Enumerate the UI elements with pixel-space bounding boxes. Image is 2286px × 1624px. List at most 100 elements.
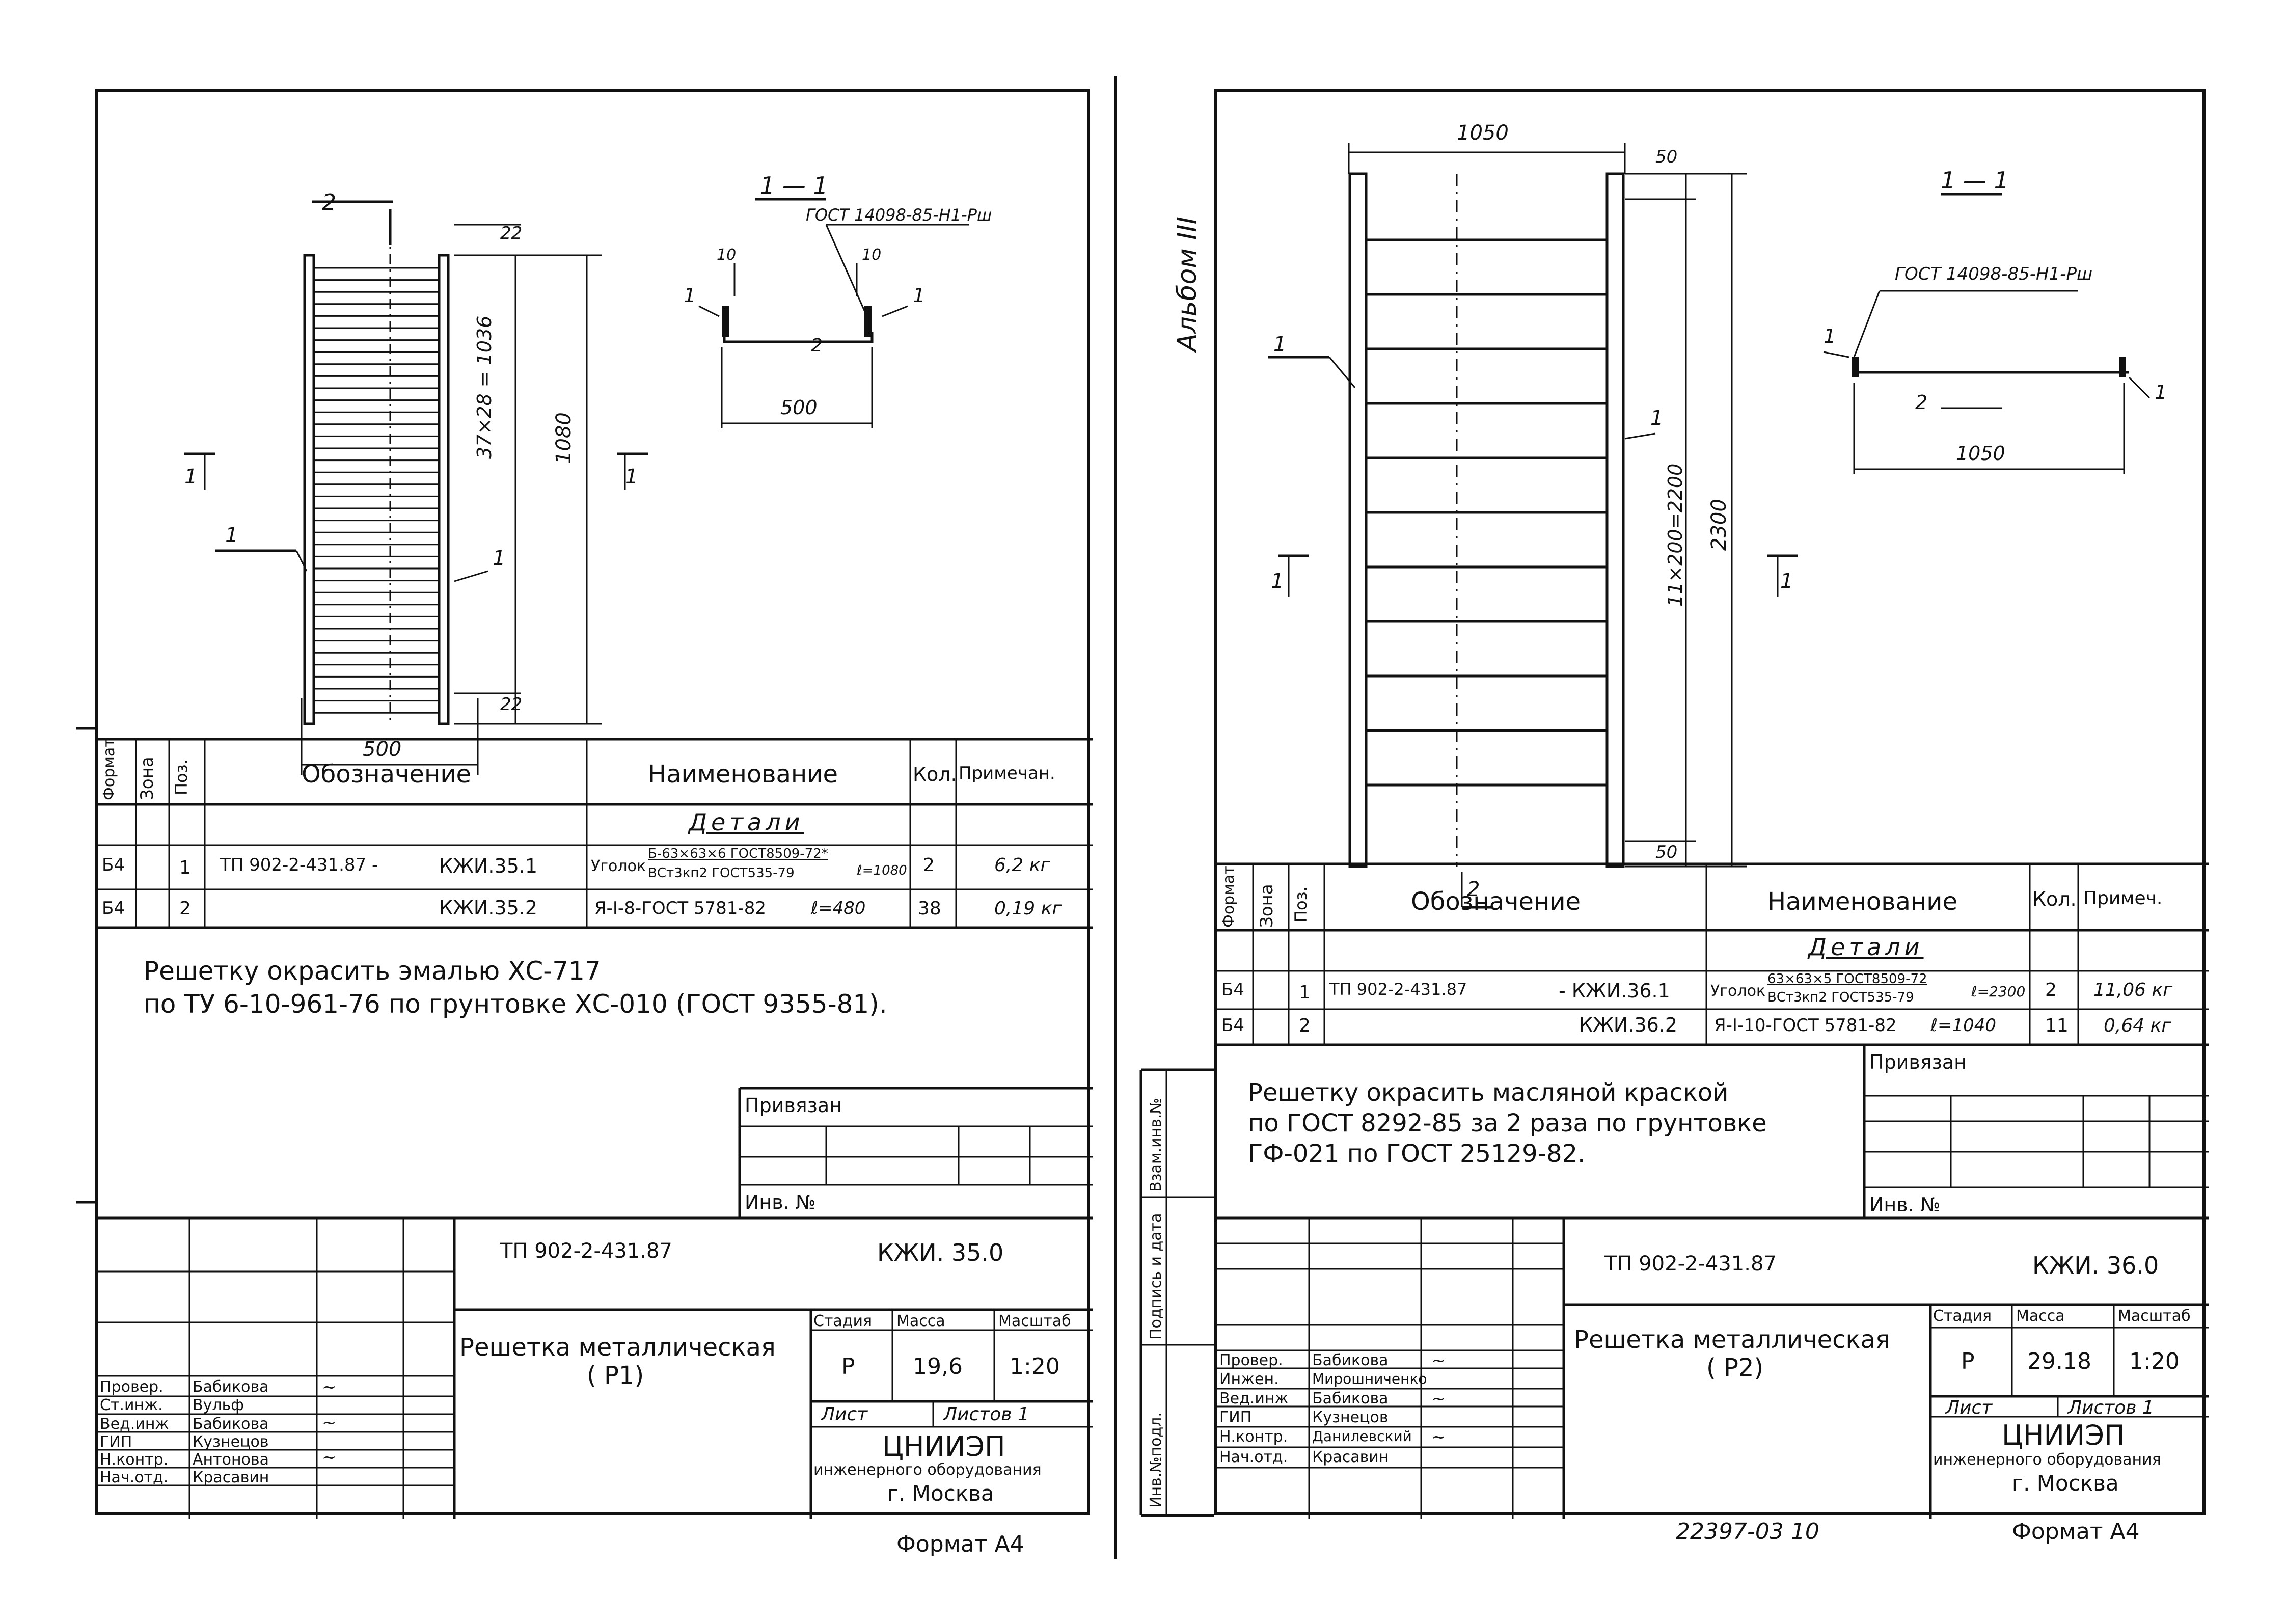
note-line-1: Решетку окрасить эмалью ХС-717 xyxy=(144,956,601,986)
table-group-right: Детали xyxy=(1808,933,1924,961)
dim-width: 500 xyxy=(363,738,402,761)
row1-des-right: - КЖИ.36.1 xyxy=(1559,980,1670,1002)
section-title: 1 — 1 xyxy=(760,172,828,199)
section-mark-right-b: 1 xyxy=(1780,570,1793,593)
th-zone-right: Зона xyxy=(1257,884,1277,928)
th-name-right: Наименование xyxy=(1767,887,1958,916)
section-mark-1-right-a: 1 xyxy=(1824,325,1836,347)
signature-r1: ~ xyxy=(1431,1350,1446,1371)
tb-sheets-h: Листов 1 xyxy=(943,1404,1029,1425)
row1-format-right: Б4 xyxy=(1221,980,1244,1000)
th-qty: Кол. xyxy=(913,763,957,786)
row2-name-pre: Я-I-8-ГОСТ 5781-82 xyxy=(594,898,766,918)
row1-name-len-right: ℓ=2300 xyxy=(1971,983,2026,1000)
row1-pos: 1 xyxy=(179,857,191,878)
th-designation-right: Обозначение xyxy=(1411,887,1581,916)
section-mark-2-right: 2 xyxy=(1915,391,1928,414)
th-format-right: Формат xyxy=(1220,865,1238,928)
row2-name-len-right: ℓ=1040 xyxy=(1930,1015,1997,1036)
section-dim-small-left: 10 xyxy=(717,246,737,264)
row2-format: Б4 xyxy=(102,898,125,918)
th-designation: Обозначение xyxy=(302,760,472,789)
side-label-inv: Инв.№подл. xyxy=(1147,1412,1165,1508)
dim-pitch-right: 11×200=2200 xyxy=(1664,463,1686,607)
role-r3: Вед.инж xyxy=(1219,1390,1289,1408)
row2-note-right: 0,64 кг xyxy=(2104,1015,2171,1036)
section-mark-left: 1 xyxy=(184,465,198,489)
section-dim-width-right: 1050 xyxy=(1956,442,2005,465)
privyazan-label-right: Привязан xyxy=(1869,1051,1967,1073)
section-mark-1-right: 1 xyxy=(913,284,926,307)
role-r5: Н.контр. xyxy=(1219,1428,1288,1446)
role-r4-name: Кузнецов xyxy=(1312,1409,1389,1426)
section-gost: ГОСТ 14098-85-Н1-Рш xyxy=(806,205,992,225)
role-6: Нач.отд. xyxy=(100,1469,169,1486)
side-label-vzam: Взам.инв.№ xyxy=(1147,1098,1165,1192)
tb-org-3-right: г. Москва xyxy=(2012,1471,2119,1496)
th-name: Наименование xyxy=(648,760,838,789)
dim-bottom-gap-right: 50 xyxy=(1655,842,1678,862)
note-right-1: Решетку окрасить масляной краской xyxy=(1248,1078,1729,1107)
row1-des-prefix-right: ТП 902-2-431.87 xyxy=(1329,980,1467,999)
tb-sheet-h: Лист xyxy=(821,1404,868,1425)
role-r2-name: Мирошниченко xyxy=(1312,1370,1427,1387)
role-1: Провер. xyxy=(100,1378,164,1396)
tb-name-1-right: Решетка металлическая xyxy=(1574,1325,1890,1354)
row2-des: КЖИ.35.2 xyxy=(439,897,538,919)
th-format: Формат xyxy=(100,738,118,800)
side-label-sign: Подпись и дата xyxy=(1147,1213,1165,1340)
th-pos-right: Поз. xyxy=(1291,886,1311,923)
role-1-name: Бабикова xyxy=(193,1378,269,1396)
role-r2: Инжен. xyxy=(1219,1370,1279,1388)
signature-1: ~ xyxy=(322,1377,337,1397)
role-r4: ГИП xyxy=(1219,1409,1252,1426)
tb-org-2: инженерного оборудования xyxy=(813,1461,1042,1479)
row1-name-bot: ВСт3кп2 ГОСТ535-79 xyxy=(648,865,795,881)
note-right-2: по ГОСТ 8292-85 за 2 раза по грунтовке xyxy=(1248,1109,1767,1138)
format-label-right: Формат А4 xyxy=(2012,1519,2140,1545)
th-note: Примечан. xyxy=(959,763,1055,783)
section-mark-2: 2 xyxy=(811,335,823,356)
note-line-2: по ТУ 6-10-961-76 по грунтовке ХС-010 (Г… xyxy=(144,989,887,1019)
tb-org-3: г. Москва xyxy=(887,1481,994,1506)
role-6-name: Красавин xyxy=(193,1469,269,1486)
section-mark-1-left: 1 xyxy=(684,284,696,307)
tb-name-1: Решетка металлическая xyxy=(459,1333,776,1362)
tb-sheets-h-right: Листов 1 xyxy=(2068,1397,2154,1418)
grating-drawing-right xyxy=(1217,143,2209,1519)
role-5: Н.контр. xyxy=(100,1451,169,1469)
role-r6-name: Красавин xyxy=(1312,1448,1389,1466)
doc-number: 22397-03 10 xyxy=(1676,1519,1819,1545)
table-group: Детали xyxy=(689,808,804,836)
privyazan-label: Привязан xyxy=(745,1094,842,1117)
dim-height-right: 2300 xyxy=(1707,499,1731,551)
tb-mass-h-right: Масса xyxy=(2016,1307,2065,1325)
callout-right: 1 xyxy=(493,547,506,570)
callout-top: 2 xyxy=(322,190,336,215)
row2-format-right: Б4 xyxy=(1221,1015,1244,1036)
role-r1-name: Бабикова xyxy=(1312,1351,1389,1369)
tb-name-2: ( Р1) xyxy=(587,1361,644,1390)
row2-pos-right: 2 xyxy=(1299,1015,1311,1036)
row1-des-prefix: ТП 902-2-431.87 - xyxy=(220,855,378,875)
role-r3-name: Бабикова xyxy=(1312,1390,1389,1408)
row1-note: 6,2 кг xyxy=(994,855,1050,876)
row1-des: КЖИ.35.1 xyxy=(439,855,538,877)
tb-org-2-right: инженерного оборудования xyxy=(1933,1451,2161,1469)
row1-qty-right: 2 xyxy=(2045,980,2057,1000)
row2-note: 0,19 кг xyxy=(994,898,1062,919)
role-r6: Нач.отд. xyxy=(1219,1448,1288,1466)
privyazan-block-right xyxy=(1863,1045,2209,1218)
tb-stage-right: Р xyxy=(1961,1348,1975,1374)
callout-bottom-right: 2 xyxy=(1467,878,1480,901)
signature-3: ~ xyxy=(322,1447,337,1468)
section-dim-width: 500 xyxy=(780,396,818,419)
row1-name-bot-right: ВСт3кп2 ГОСТ535-79 xyxy=(1767,990,1914,1005)
row1-name-top-right: 63×63×5 ГОСТ8509-72 xyxy=(1767,971,1927,987)
tb-sheet-h-right: Лист xyxy=(1946,1397,1993,1418)
th-zone: Зона xyxy=(137,756,157,800)
callout-left-right: 1 xyxy=(1273,333,1287,356)
tb-name-2-right: ( Р2) xyxy=(1706,1354,1764,1382)
note-right-3: ГФ-021 по ГОСТ 25129-82. xyxy=(1248,1140,1586,1168)
row1-name-pre-right: Уголок xyxy=(1710,982,1766,1000)
